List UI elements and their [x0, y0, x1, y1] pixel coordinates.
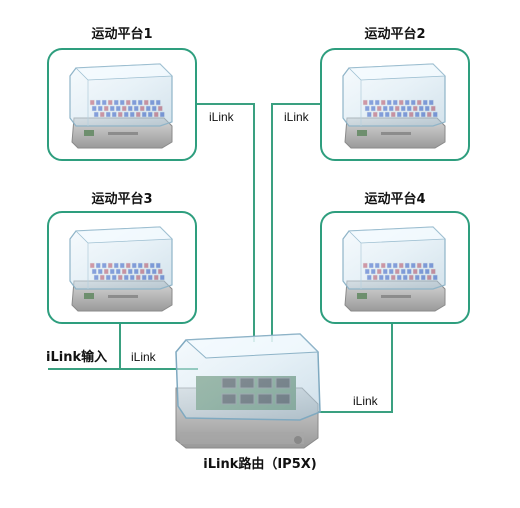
- motion-platform-device-icon: [69, 63, 173, 149]
- connection-lines: [48, 103, 393, 413]
- platform-1[interactable]: 运动平台1: [47, 26, 197, 161]
- platform-1-title: 运动平台1: [91, 26, 152, 42]
- motion-platform-device-icon: [342, 63, 446, 149]
- router-device[interactable]: [175, 333, 321, 449]
- motion-platform-device-icon: [342, 226, 446, 312]
- router-label: iLink路由（IP5X): [203, 456, 316, 472]
- input-label: iLink输入: [46, 349, 107, 365]
- platform-4-title: 运动平台4: [364, 191, 425, 207]
- line-platform2-router: [271, 103, 321, 342]
- link-label-4: iLink: [353, 394, 379, 408]
- line-platform1-router: [196, 103, 255, 342]
- platform-4[interactable]: 运动平台4: [320, 191, 470, 324]
- platform-2[interactable]: 运动平台2: [320, 26, 470, 161]
- motion-platform-device-icon: [69, 226, 173, 312]
- link-label-2: iLink: [284, 110, 310, 124]
- platform-3[interactable]: 运动平台3: [47, 191, 197, 324]
- link-label-1: iLink: [209, 110, 235, 124]
- platform-3-title: 运动平台3: [91, 191, 152, 207]
- line-platform4-router: [318, 322, 393, 413]
- platform-2-title: 运动平台2: [364, 26, 425, 42]
- link-label-3: iLink: [131, 350, 157, 364]
